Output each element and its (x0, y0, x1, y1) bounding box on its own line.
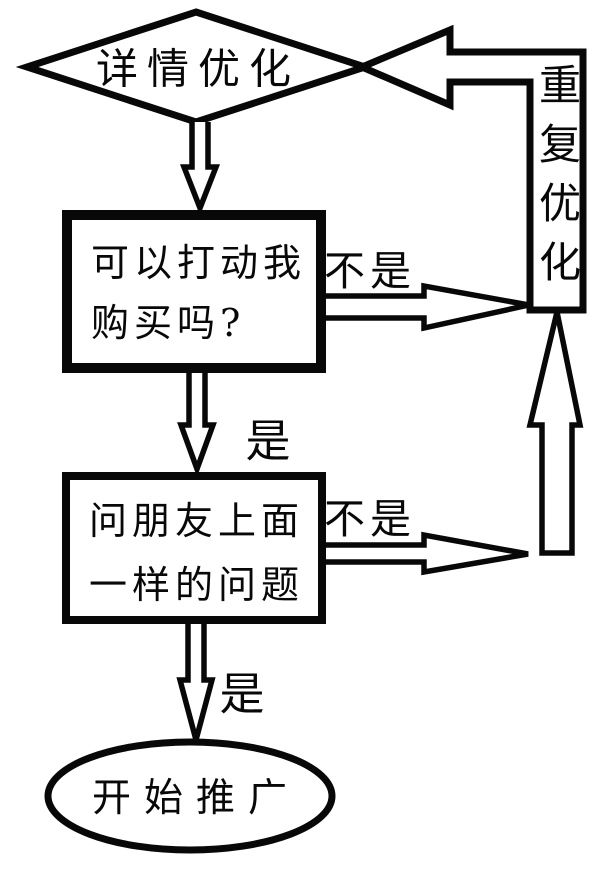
question-box-1: 可以打动我 购买吗? (62, 210, 326, 373)
arrow-box2-to-repeat (325, 531, 529, 576)
repeat-box-label: 重复优化 (532, 63, 582, 299)
edge-label-yes-1: 是 (245, 414, 291, 468)
terminal-ellipse-label: 开始推广 (91, 776, 301, 821)
repeat-box-and-arrow-to-diamond (353, 24, 587, 314)
question-box-2-line-1: 问朋友上面 (89, 499, 305, 543)
arrow-box2-to-terminal (176, 623, 216, 751)
terminal-ellipse-shape (44, 738, 336, 854)
edge-label-no-1: 不是 (324, 247, 416, 295)
arrow-box1-to-box2 (177, 372, 217, 478)
decision-diamond-label: 详情优化 (95, 44, 301, 94)
question-box-2: 问朋友上面 一样的问题 (62, 472, 326, 624)
question-box-1-line-1: 可以打动我 (91, 241, 307, 285)
edge-label-no-2: 不是 (324, 495, 416, 543)
arrow-up-to-repeat (526, 311, 584, 556)
question-box-1-line-2: 购买吗? (91, 301, 246, 345)
arrow-diamond-to-box1 (179, 122, 221, 216)
edge-label-yes-2: 是 (219, 667, 265, 721)
question-box-2-line-2: 一样的问题 (89, 563, 305, 607)
